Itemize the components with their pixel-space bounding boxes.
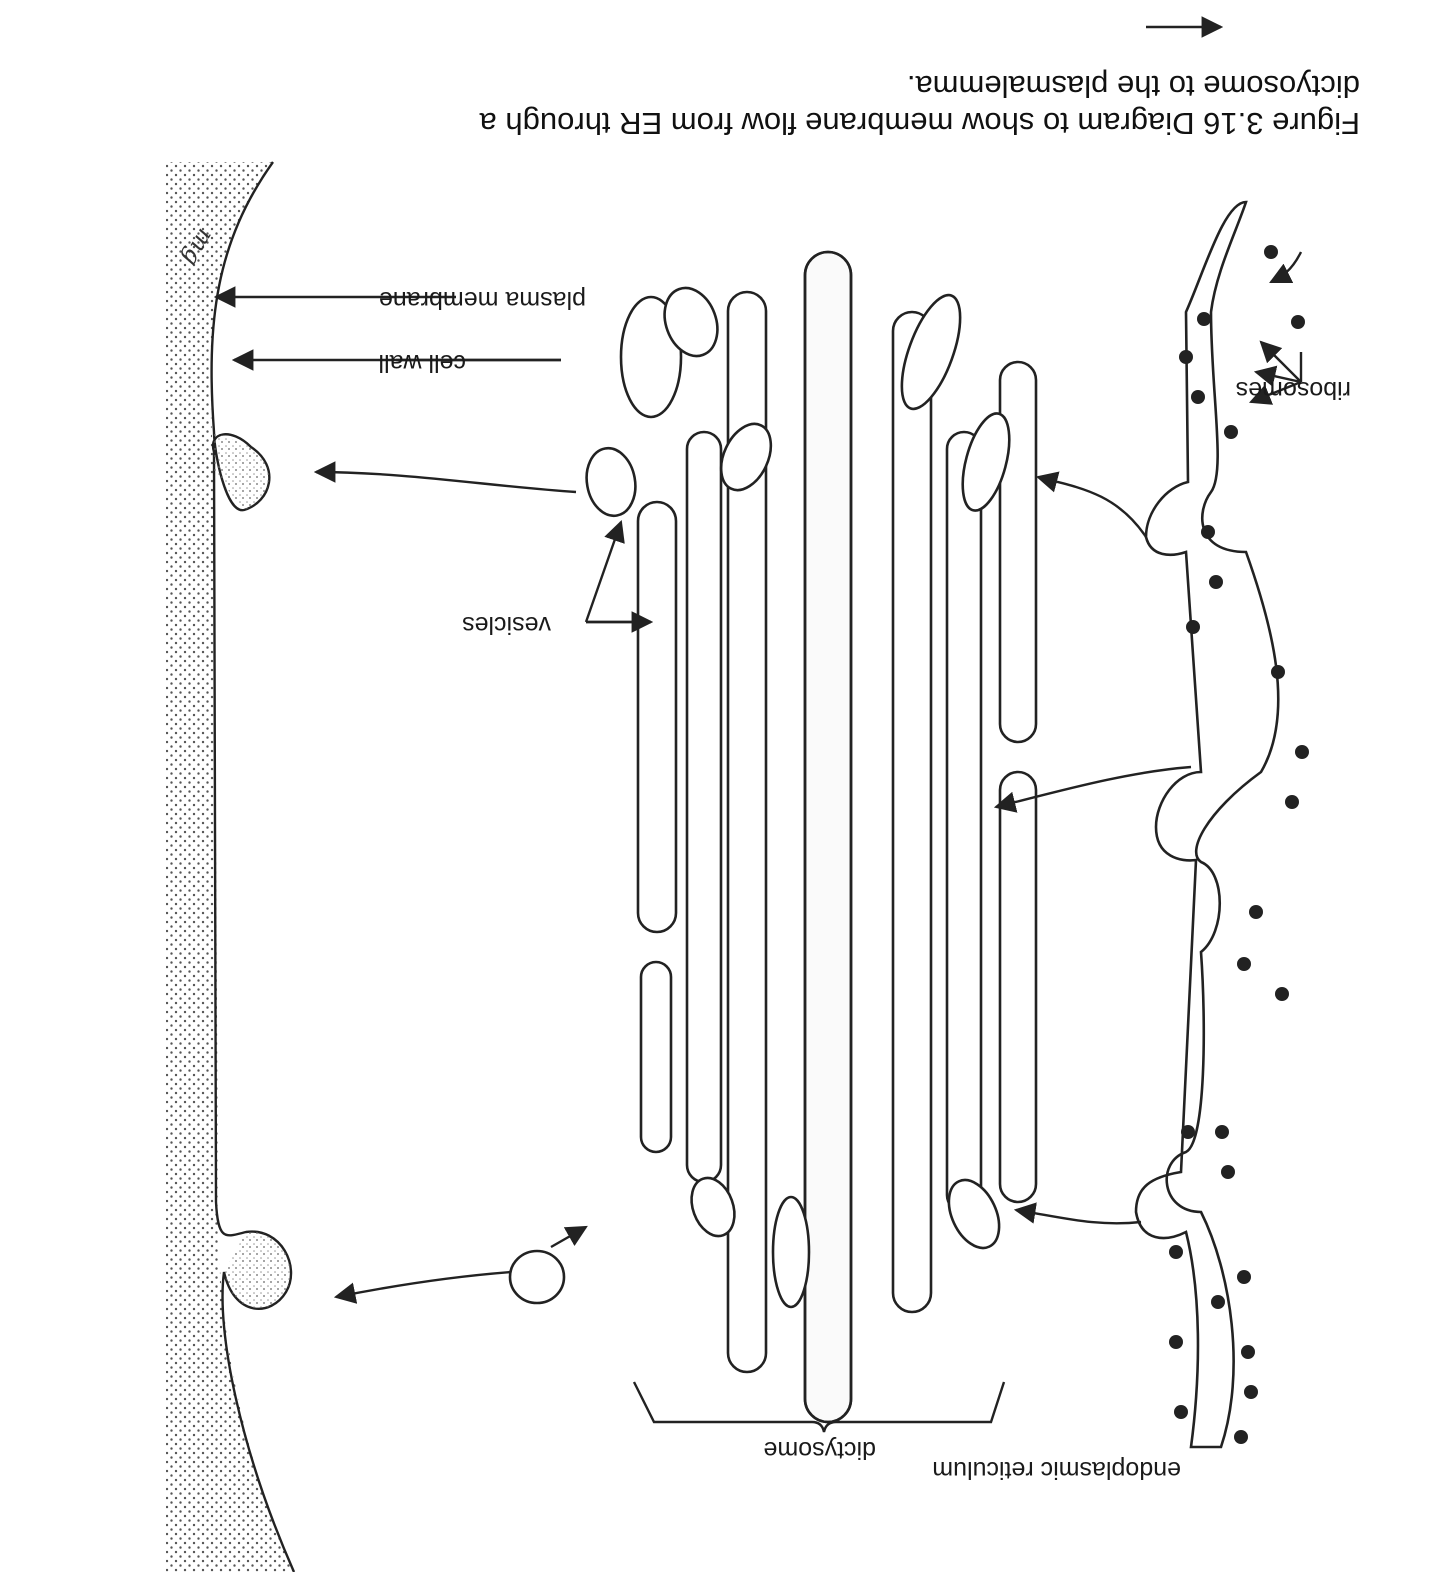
- label-vesicles: vesicles: [462, 611, 551, 639]
- label-cell-wall: cell wall: [378, 349, 466, 377]
- cisterna-right-2b: [639, 960, 673, 1154]
- dictyosome-bracket: [632, 1381, 1006, 1433]
- endoplasmic-reticulum: [1134, 200, 1280, 1449]
- ribosomes: [1169, 245, 1309, 1444]
- caption-line-1: Figure 3.16 Diagram to show membrane flo…: [479, 106, 1360, 141]
- budding-vesicle-upper: [214, 432, 270, 510]
- label-endoplasmic-reticulum: endoplasmic reticulum: [932, 1456, 1181, 1484]
- flow-arrows: [313, 251, 1303, 1304]
- vesicle-free-lower: [508, 1249, 566, 1305]
- dictyosome-stack: [619, 250, 1038, 1424]
- callout-lines: [213, 16, 1303, 633]
- label-ribosomes: ribosomes: [1236, 376, 1351, 404]
- budding-vesicle-lower: [224, 1231, 292, 1309]
- cisterna-center: [803, 250, 853, 1424]
- label-plasma-membrane: plasma membrane: [379, 286, 586, 314]
- vesicle-free-upper: [585, 446, 637, 518]
- cisterna-left-3: [945, 430, 983, 1214]
- plasma-membrane: [210, 161, 296, 1572]
- cisterna-right-1: [685, 430, 723, 1184]
- cisterna-left-4a: [998, 770, 1038, 1204]
- cisterna-left-4b: [998, 360, 1038, 744]
- label-dictysome: dictysome: [763, 1436, 876, 1464]
- cell-wall: [166, 162, 294, 1572]
- caption-line-2: dictyosome to the plasmalemma.: [907, 69, 1360, 104]
- cisterna-right-2a: [636, 500, 678, 934]
- cisterna-left-2: [891, 310, 933, 1314]
